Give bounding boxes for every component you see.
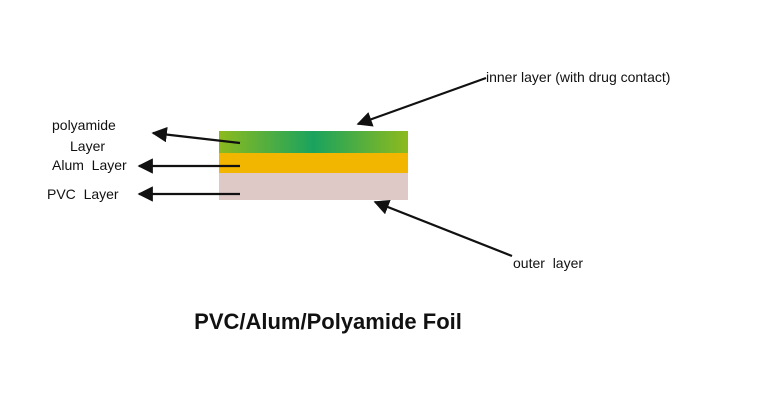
inner-layer-label: inner layer (with drug contact) <box>486 69 671 85</box>
pvc-layer <box>219 173 408 200</box>
outer-layer-label: outer layer <box>513 255 584 271</box>
inner-layer-arrow <box>356 76 487 127</box>
alum-layer <box>219 153 408 173</box>
outer-layer-arrow <box>373 199 513 258</box>
alum-layer-label: Alum Layer <box>52 157 127 173</box>
diagram-title: PVC/Alum/Polyamide Foil <box>194 309 462 334</box>
polyamide-label-line2: Layer <box>70 138 106 154</box>
polyamide-layer <box>219 131 408 153</box>
polyamide-arrow <box>151 126 241 145</box>
polyamide-label-line1: polyamide <box>52 117 116 133</box>
pvc-layer-label: PVC Layer <box>47 186 119 202</box>
